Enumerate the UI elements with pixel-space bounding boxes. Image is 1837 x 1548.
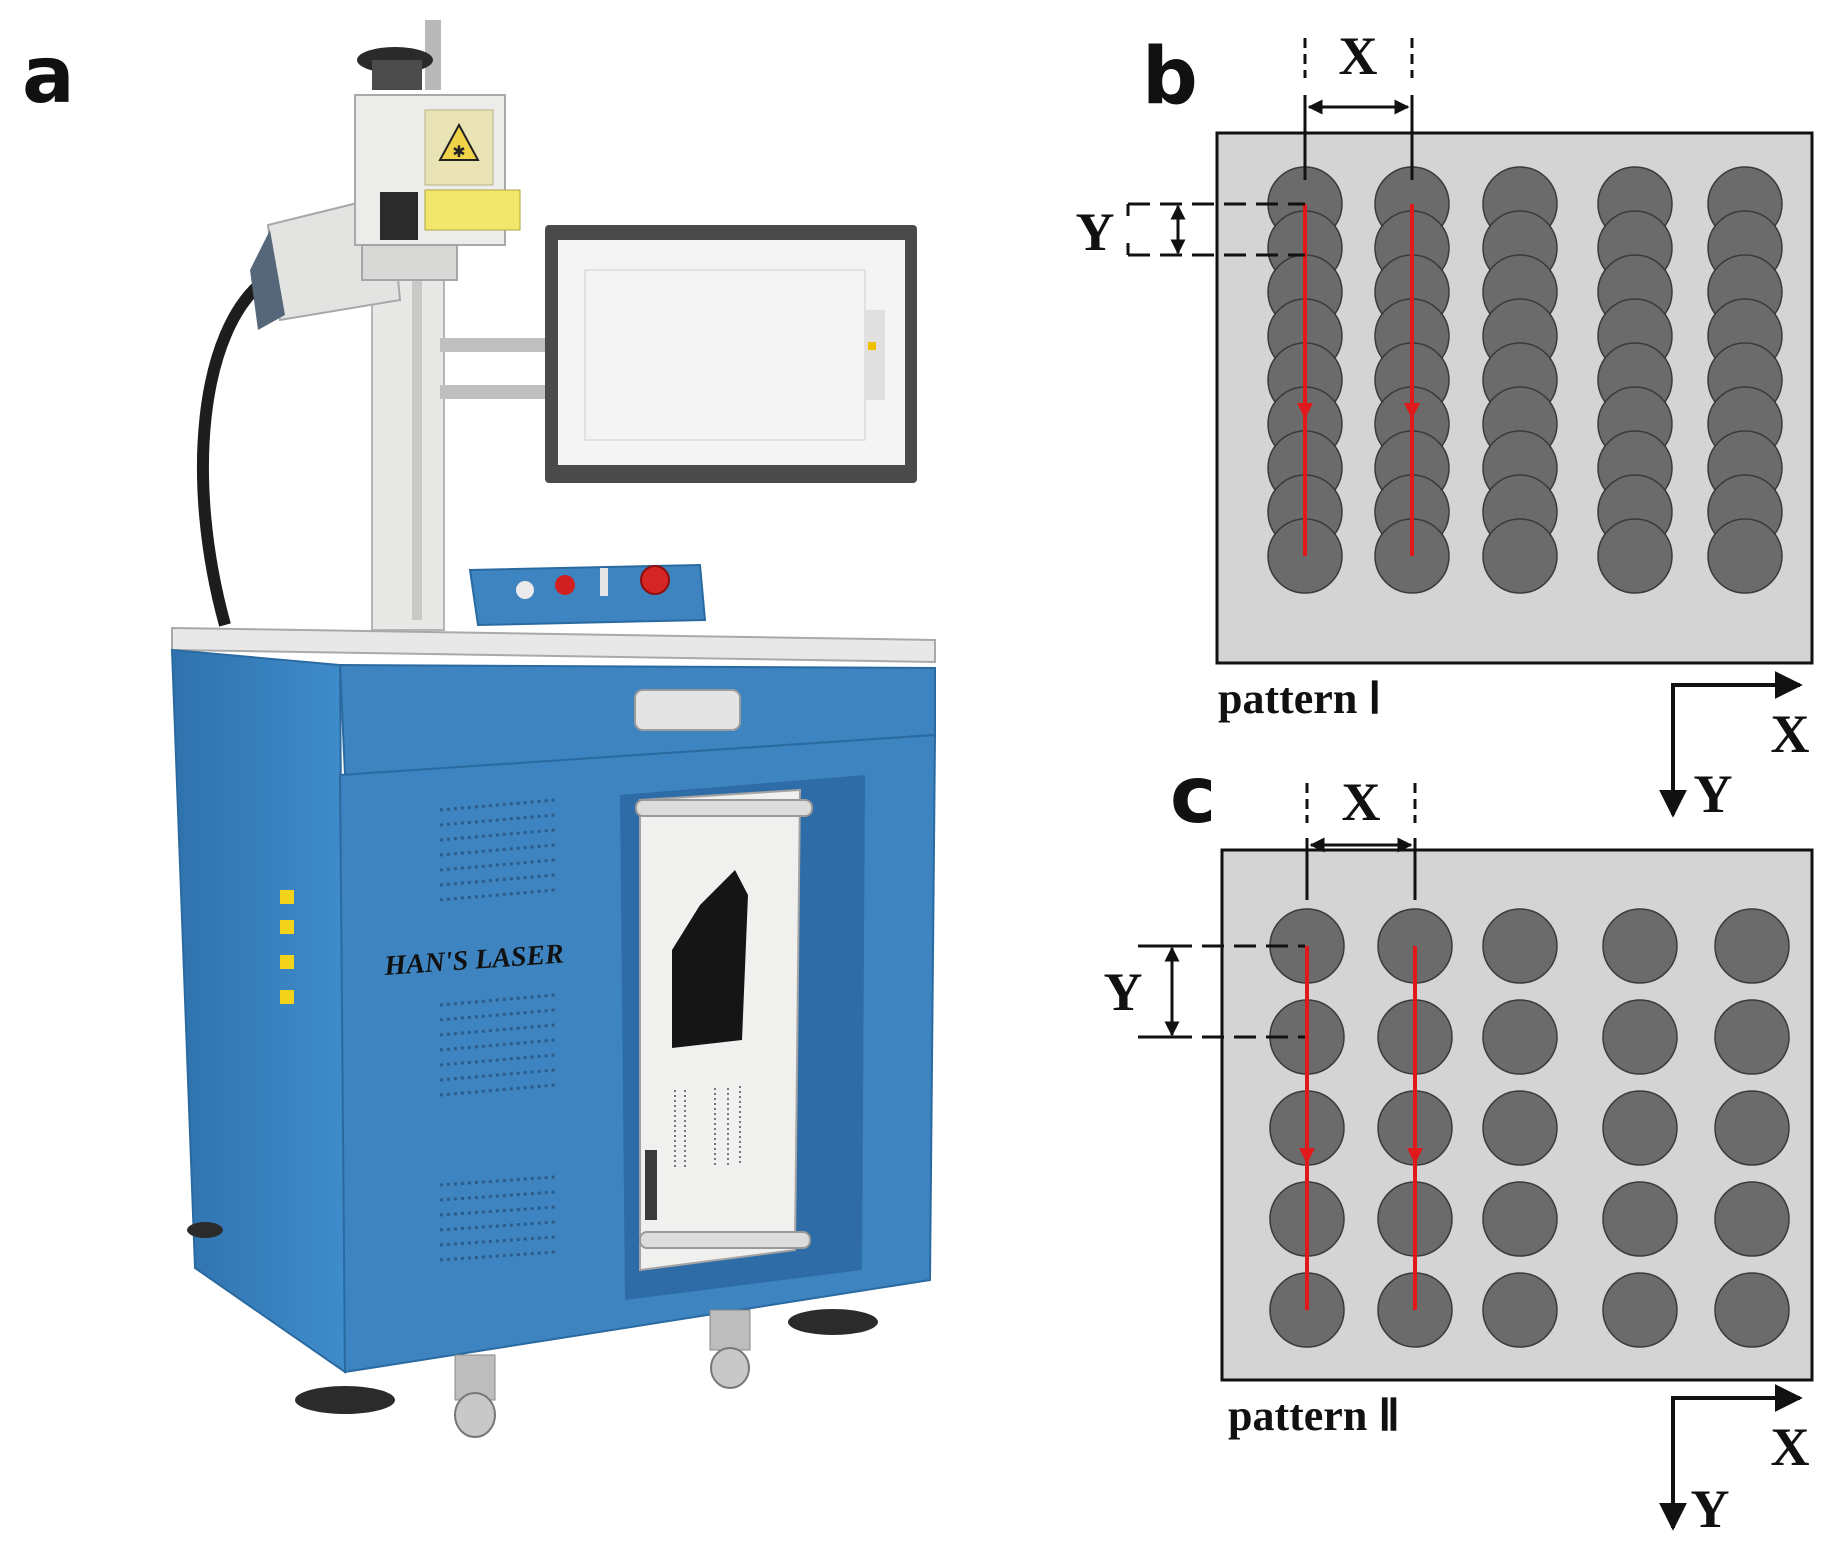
axes-b (1659, 671, 1803, 818)
control-panel (468, 563, 707, 627)
laser-spot (1482, 1090, 1558, 1166)
warning-label (424, 189, 521, 231)
cabinet-left-side (170, 648, 347, 1374)
x-spacing-marker-b (1303, 38, 1414, 180)
scan-direction-arrow (1299, 1148, 1315, 1164)
laser-spot (1714, 1090, 1790, 1166)
scan-direction-arrow (1297, 403, 1313, 419)
panel-c: c X Y pattern Ⅱ X Y (1104, 751, 1814, 1539)
axis-x-label-c: X (1771, 1417, 1810, 1477)
x-spacing-label-c: X (1342, 772, 1381, 832)
vent-grille (439, 1175, 556, 1262)
laser-spot (1714, 999, 1790, 1075)
panel-a-letter: a (22, 31, 75, 121)
laser-spot (1597, 518, 1673, 594)
panel-c-letter: c (1170, 751, 1216, 841)
laser-spot (1602, 1272, 1678, 1348)
scan-direction-arrow (1407, 1148, 1423, 1164)
vent-grille (439, 798, 556, 902)
drawer-handle (634, 689, 741, 731)
machine-tabletop (171, 626, 936, 664)
machine-feet (187, 1222, 878, 1438)
y-spacing-label-b: Y (1076, 202, 1115, 262)
spot-grid-c (1269, 908, 1790, 1348)
x-spacing-label-b: X (1339, 26, 1378, 86)
panel-b: b X Y pattern Ⅰ X Y (1076, 26, 1814, 824)
machine-column (371, 269, 445, 631)
door-handle (635, 799, 813, 817)
monitor (545, 225, 917, 483)
laser-spot (1482, 518, 1558, 594)
axis-x-label-b: X (1771, 704, 1810, 764)
axes-c (1659, 1384, 1803, 1531)
vent-grille (439, 993, 556, 1097)
laser-spot (1602, 1181, 1678, 1257)
svg-text:✱: ✱ (452, 142, 465, 161)
scan-paths-c (1299, 946, 1423, 1310)
red-button-icon (555, 575, 575, 595)
laser-spot (1482, 999, 1558, 1075)
laser-spot (1602, 1090, 1678, 1166)
laser-spot (1602, 999, 1678, 1075)
x-spacing-marker-c (1305, 783, 1417, 900)
scan-direction-arrow (1404, 403, 1420, 419)
laser-spot (1714, 1272, 1790, 1348)
laser-spot (1714, 1181, 1790, 1257)
axis-y-label-b: Y (1694, 764, 1733, 824)
y-spacing-label-c: Y (1104, 962, 1143, 1022)
panel-b-letter: b (1142, 32, 1198, 122)
axis-y-label-c: Y (1691, 1479, 1730, 1539)
pattern-label-c: pattern Ⅱ (1228, 1391, 1400, 1440)
door-window (672, 870, 748, 1048)
pattern-label-b: pattern Ⅰ (1218, 674, 1381, 723)
laser-warning-icon (438, 122, 480, 161)
laser-spot (1707, 518, 1783, 594)
laser-spot (1482, 908, 1558, 984)
panel-a: a ✱ (22, 20, 937, 1438)
laser-spot (1482, 1181, 1558, 1257)
laser-marking-machine: ✱ (170, 20, 937, 1438)
emergency-stop-icon (640, 565, 670, 595)
laser-spot (1602, 908, 1678, 984)
fiber-cable (196, 275, 269, 627)
laser-spot (1482, 1272, 1558, 1348)
y-spacing-marker-b (1126, 202, 1305, 257)
scan-paths-b (1297, 204, 1420, 556)
laser-spot (1714, 908, 1790, 984)
spot-grid-b (1267, 166, 1783, 594)
y-spacing-marker-c (1138, 944, 1305, 1039)
